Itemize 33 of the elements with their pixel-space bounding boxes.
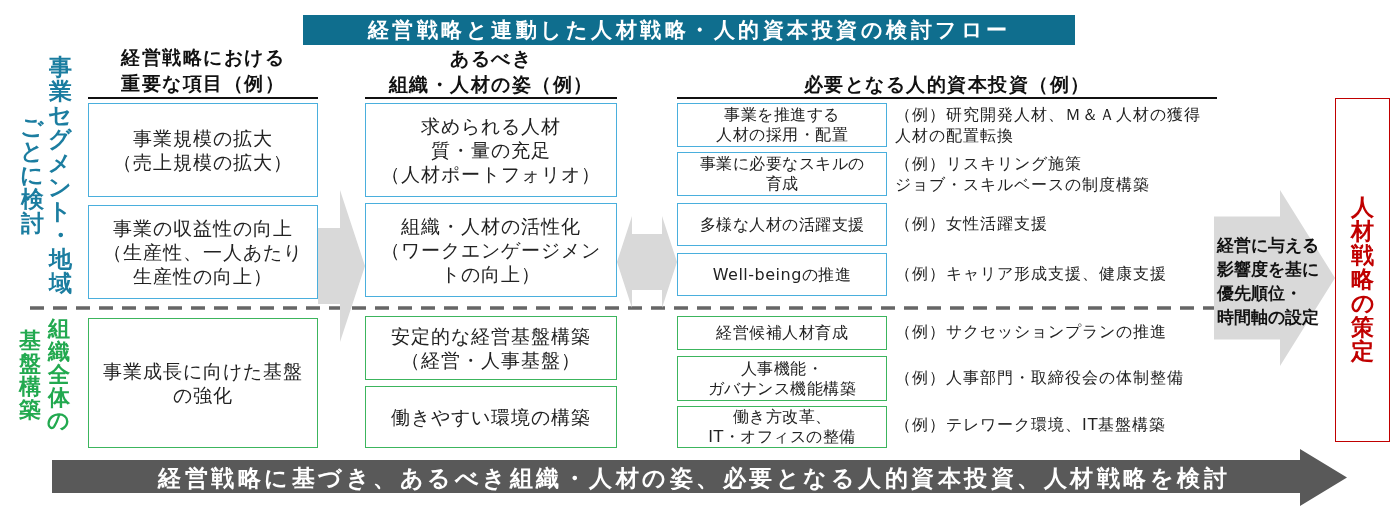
example-text: （例）女性活躍支援 [895,215,1048,233]
edge-label: 経営に与える影響度を基に優先順位・時間軸の設定 [1217,234,1319,329]
block-arrow [1214,190,1335,366]
process-box: 経営候補人材育成 [677,316,887,350]
example-text: （例）研究開発人材、Ｍ＆Ａ人材の獲得 [895,106,1201,124]
example-text: （例）テレワーク環境、IT基盤構築 [895,416,1167,434]
process-box: 働きやすい環境の構築 [365,386,617,448]
result-box: 人材戦略の策定 [1335,98,1390,442]
process-box: 組織・人材の活性化（ワークエンゲージメントの向上） [365,203,617,297]
process-box: 事業の収益性の向上（生産性、一人あたり生産性の向上） [88,205,318,299]
column-heading: 必要となる人的資本投資（例） [803,72,1091,97]
block-arrow [318,190,365,342]
process-box: 求められる人材質・量の充足（人材ポートフォリオ） [365,103,617,197]
double-block-arrow [617,216,677,308]
process-box: 事業規模の拡大（売上規模の拡大） [88,103,318,197]
example-text: ジョブ・スキルベースの制度構築 [895,176,1150,194]
process-box: 事業に必要なスキルの育成 [677,152,887,196]
title-banner: 経営戦略と連動した人材戦略・人的資本投資の検討フロー [303,15,1075,45]
example-text: （例）サクセッションプランの推進 [895,323,1167,341]
column-heading: あるべき組織・人材の姿（例） [388,46,594,97]
process-box: 多様な人材の活躍支援 [677,203,887,246]
process-box: Well-beingの推進 [677,253,887,296]
process-box: 事業成長に向けた基盤の強化 [88,318,318,448]
example-text: （例）キャリア形成支援、健康支援 [895,265,1167,283]
process-box: 人事機能・ガバナンス機能構築 [677,356,887,401]
process-box: 事業を推進する人材の採用・配置 [677,103,887,147]
example-text: （例）リスキリング施策 [895,155,1082,173]
process-box: 働き方改革、IT・オフィスの整備 [677,406,887,448]
example-text: （例）人事部門・取締役会の体制整備 [895,369,1184,387]
example-text: 人材の配置転換 [895,127,1014,145]
process-box: 安定的な経営基盤構築（経営・人事基盤） [365,316,617,380]
banner-arrow: 経営戦略に基づき、あるべき組織・人材の姿、必要となる人的資本投資、人材戦略を検討 [52,449,1347,506]
column-heading: 経営戦略における重要な項目（例） [121,45,285,96]
